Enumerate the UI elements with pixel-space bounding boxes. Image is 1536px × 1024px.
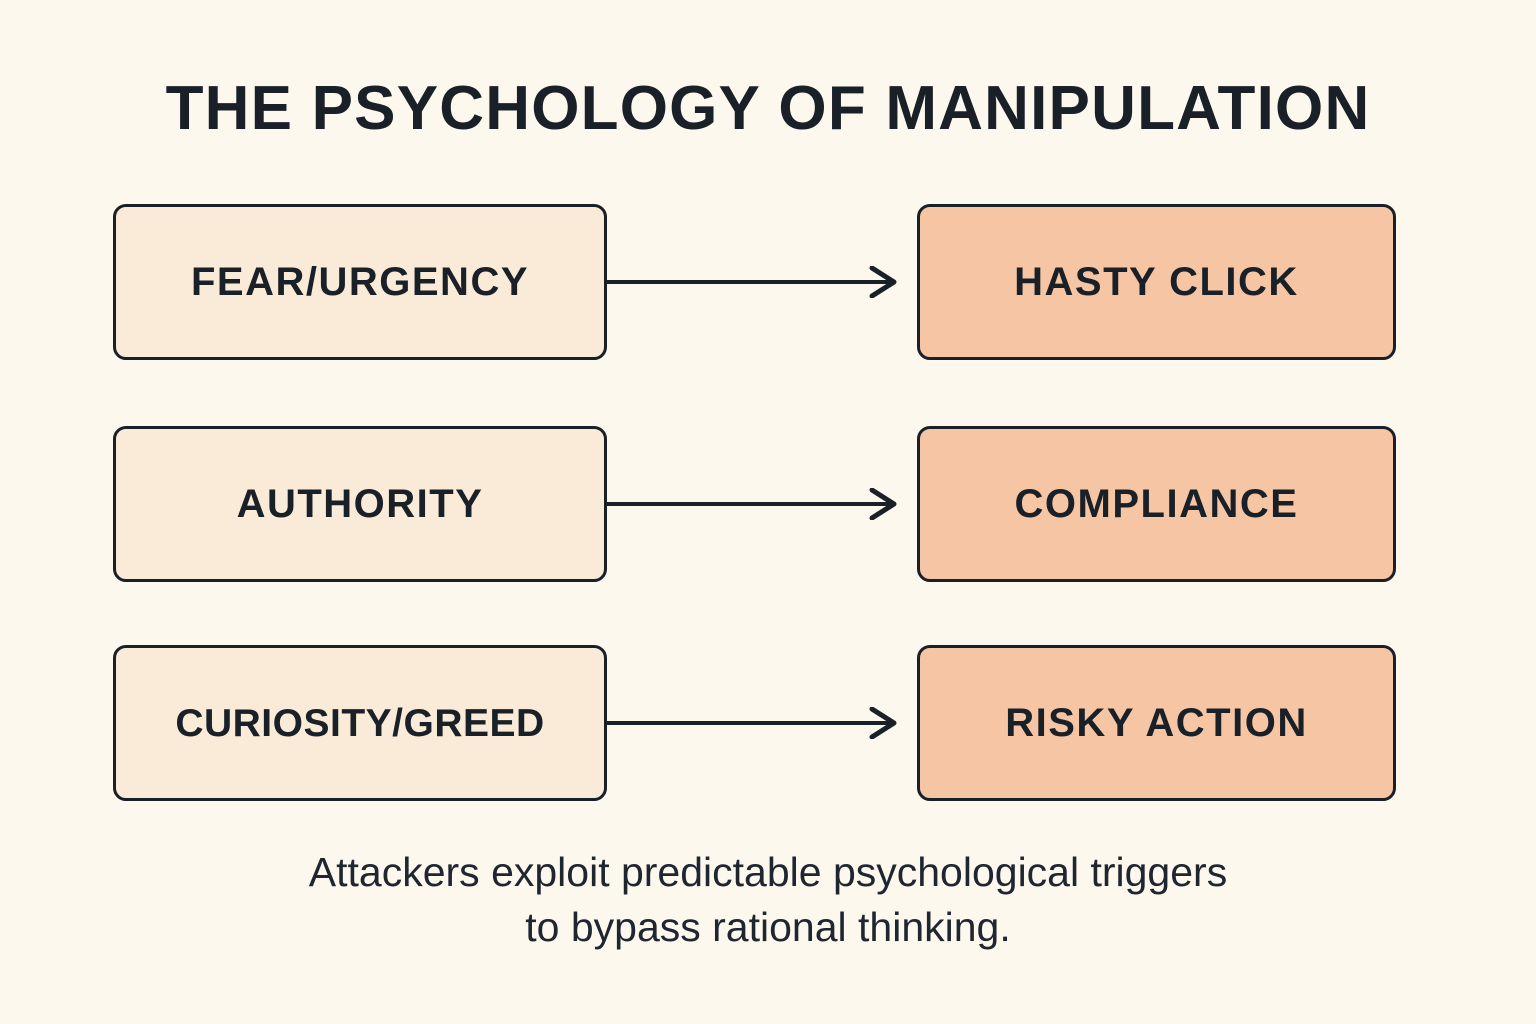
flow-row: CURIOSITY/GREED RISKY ACTION bbox=[0, 645, 1536, 801]
outcome-node[interactable]: RISKY ACTION bbox=[917, 645, 1396, 801]
caption-line-2: to bypass rational thinking. bbox=[525, 903, 1011, 950]
outcome-node[interactable]: COMPLIANCE bbox=[917, 426, 1396, 582]
trigger-node[interactable]: FEAR/URGENCY bbox=[113, 204, 607, 360]
arrow-right-icon bbox=[604, 707, 900, 739]
arrow-right-icon bbox=[604, 266, 900, 298]
trigger-label: FEAR/URGENCY bbox=[190, 260, 530, 304]
outcome-label: RISKY ACTION bbox=[1005, 701, 1308, 745]
flow-row: AUTHORITY COMPLIANCE bbox=[0, 426, 1536, 582]
outcome-label: HASTY CLICK bbox=[1014, 260, 1299, 304]
trigger-label: AUTHORITY bbox=[236, 482, 484, 526]
trigger-node[interactable]: CURIOSITY/GREED bbox=[113, 645, 607, 801]
outcome-node[interactable]: HASTY CLICK bbox=[917, 204, 1396, 360]
flow-row: FEAR/URGENCY HASTY CLICK bbox=[0, 204, 1536, 360]
outcome-label: COMPLIANCE bbox=[1014, 482, 1299, 526]
arrow-right-icon bbox=[604, 488, 900, 520]
trigger-node[interactable]: AUTHORITY bbox=[113, 426, 607, 582]
page-title: THE PSYCHOLOGY OF MANIPULATION bbox=[165, 74, 1371, 143]
trigger-label: CURIOSITY/GREED bbox=[175, 701, 545, 745]
caption-line-1: Attackers exploit predictable psychologi… bbox=[308, 849, 1228, 895]
caption: Attackers exploit predictable psychologi… bbox=[0, 845, 1536, 955]
